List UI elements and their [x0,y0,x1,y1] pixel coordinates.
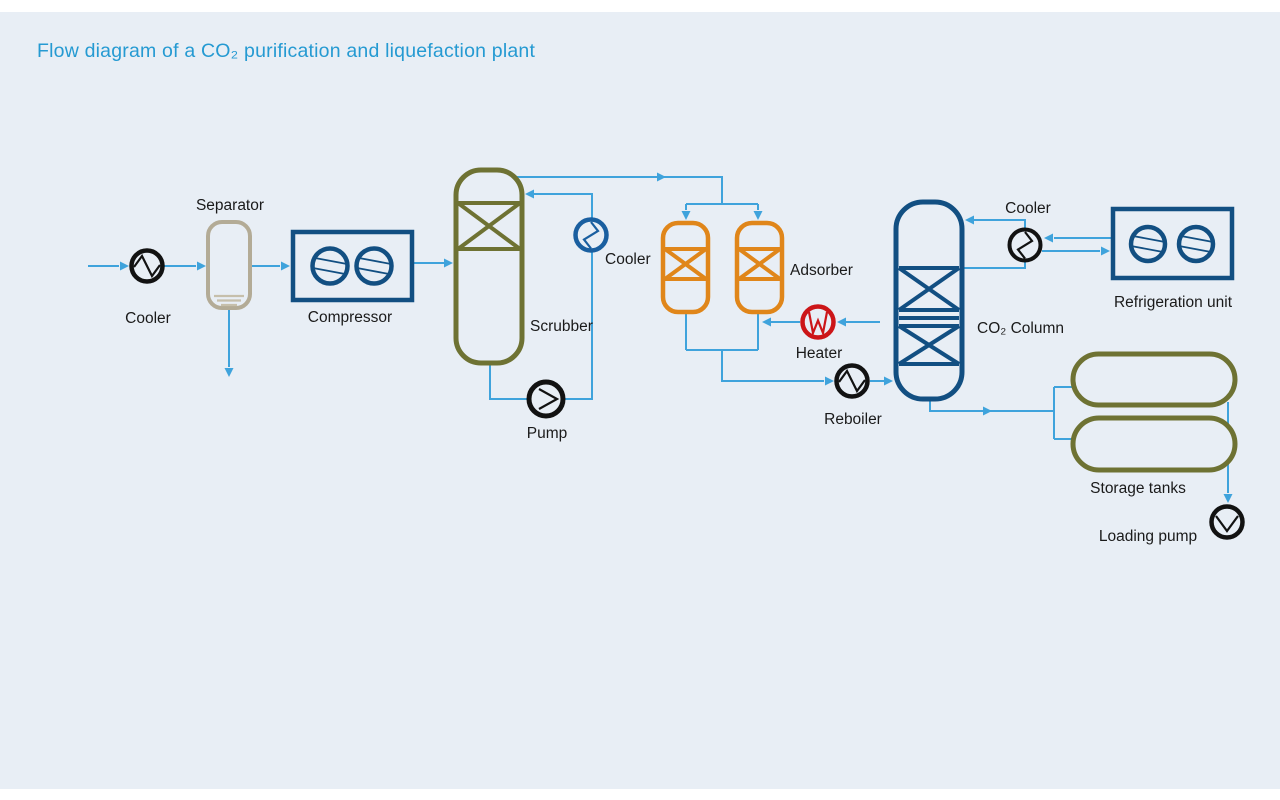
arrow-separator-drain [224,368,234,377]
refrigeration-compressor-1 [1128,224,1168,264]
storage-tanks [1070,351,1238,473]
top-white-strip [0,0,1280,12]
loading-pump-label: Loading pump [1099,528,1197,545]
storage-tank-1 [1070,351,1238,408]
scrubber-packing [456,201,522,251]
pump-symbol [526,379,566,419]
arrow-into-loading-pump [1223,494,1233,503]
co2-column [893,199,965,402]
arrow-condensate-return [965,215,974,225]
co2-column-label: CO₂ Column [977,320,1064,337]
refrigeration-unit-label: Refrigeration unit [1114,294,1233,311]
loading-pump-chevron [1215,515,1239,533]
arrow-into-column [884,376,893,386]
arrow-into-compressor [281,261,290,271]
pipe-scrubber-pump [489,363,528,400]
pipe-pump-cooler2 [564,251,593,400]
cooler-column-label: Cooler [1005,200,1051,217]
separator-label: Separator [196,197,264,214]
storage-tanks-label: Storage tanks [1090,480,1186,497]
reboiler-label: Reboiler [824,411,882,428]
adsorber-left-vessel [660,220,711,315]
arrow-return-scrubber [525,189,534,199]
compressor-stage-2-blades [356,257,392,275]
scrubber-label: Scrubber [530,318,593,335]
co2-column-vessel [893,199,965,402]
compressor-label: Compressor [308,309,392,326]
loading-pump [1209,504,1245,540]
reboiler-coil [838,368,866,394]
cooler-scrubber-label: Cooler [605,251,651,268]
loading-pump-symbol [1209,504,1245,540]
refrigeration-compressor-2-blades [1178,235,1214,253]
separator [206,220,252,310]
cooler-column-coil [1016,231,1034,260]
pipe-scrubber-adsorbers [514,176,759,210]
adsorber-right-vessel [734,220,785,315]
cooler-feed [129,248,165,284]
pump [526,379,566,419]
arrow-feed-cooler [120,261,129,271]
arrow-to-tanks [983,406,992,416]
co2-column-internals [897,266,961,366]
compressor-stage-1 [310,246,350,286]
pipe-column-tanks [929,386,1072,440]
adsorber-left-bed [663,247,708,281]
refrigeration-compressor-2 [1176,224,1216,264]
reboiler [834,363,870,399]
pipe-column-cooler3-loop [963,219,1026,269]
heater-element [807,311,829,337]
arrow-refrigerant-supply [1044,233,1053,243]
adsorber-left [660,220,711,315]
compressor-stage-1-blades [312,257,348,275]
cooler-scrubber [573,217,609,253]
compressor [290,229,415,303]
arrow-into-heater [837,317,846,327]
refrigeration-compressor-1-blades [1130,235,1166,253]
pipe-adsorbers-reboiler [685,312,824,382]
cooler-column [1007,227,1043,263]
compressor-stage-2 [354,246,394,286]
arrow-into-adsorber-left [681,211,691,220]
separator-vessel [206,220,252,310]
pipes [88,172,1233,503]
separator-liquid-level [214,294,244,307]
storage-tank-2 [1070,415,1238,473]
scrubber-vessel [453,167,525,366]
cooler-feed-label: Cooler [125,310,171,327]
adsorber-label: Adsorber [790,262,853,279]
cooler-feed-coil [133,253,161,279]
heater [800,304,836,340]
scrubber [453,167,525,366]
arrow-overhead-gas [657,172,666,182]
heater-label: Heater [796,345,843,362]
arrow-refrigerant-return [1101,246,1110,256]
arrow-into-scrubber [444,258,453,268]
bottom-white-strip [0,789,1280,800]
arrow-into-separator [197,261,206,271]
adsorber-right-bed [737,247,782,281]
cooler-scrubber-coil [582,221,600,250]
pipe-cooler2-scrubber-return [533,193,593,219]
pipe-cooler3-refrigeration [1042,237,1111,252]
page-title: Flow diagram of a CO₂ purification and l… [37,40,536,62]
refrigeration-unit [1110,206,1235,281]
arrow-into-adsorber-right [753,211,763,220]
adsorber-right [734,220,785,315]
arrow-into-reboiler [825,376,834,386]
labels: Cooler Separator Compressor Scrubber Coo… [125,197,1233,545]
arrow-regen-gas [762,317,771,327]
pump-label: Pump [527,425,568,442]
pump-chevron [538,388,560,410]
